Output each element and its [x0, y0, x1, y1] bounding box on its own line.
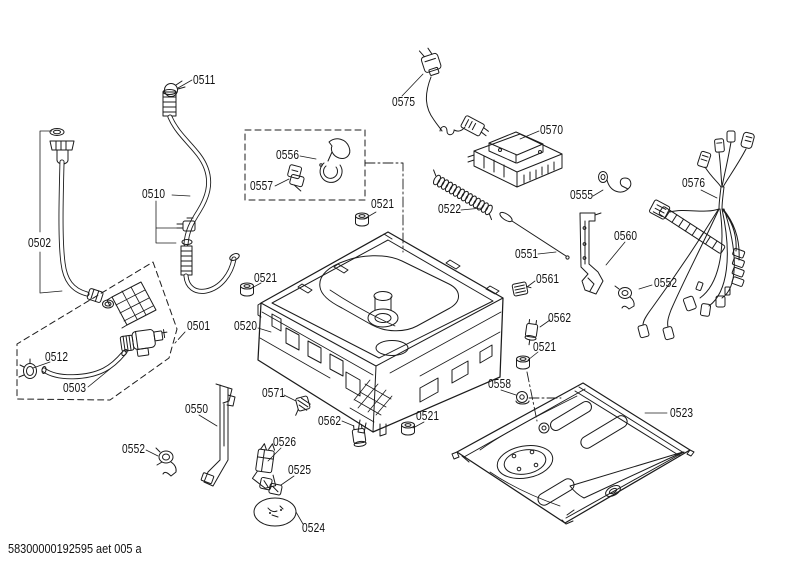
part-label-0557: 0557 [250, 178, 274, 193]
part-0524-sound-disc [253, 497, 297, 527]
part-0520-base-assembly [257, 231, 504, 437]
part-0551-rod [499, 211, 570, 260]
part-0521-damper-bottom [401, 421, 415, 436]
part-label-0510: 0510 [142, 186, 166, 201]
part-0521-damper-left [240, 282, 254, 297]
part-0523-base-panel [451, 371, 695, 525]
leader-lines [32, 73, 718, 525]
part-label-0552: 0552 [122, 441, 146, 456]
part-label-0558: 0558 [488, 376, 512, 391]
part-label-0503: 0503 [63, 380, 87, 395]
part-label-0556: 0556 [276, 147, 300, 162]
part-0512-clamp [18, 358, 37, 379]
part-0562-valve-center [351, 424, 367, 447]
part-0570-control-module [467, 131, 563, 188]
part-0525-latch [259, 476, 283, 496]
part-0557-bracket [287, 164, 305, 192]
part-label-0550: 0550 [185, 401, 209, 416]
part-0552-clip-right [614, 285, 635, 310]
part-0521-damper-right [516, 355, 530, 370]
part-label-0562: 0562 [318, 413, 342, 428]
part-0561-chip [511, 281, 532, 297]
part-0571-clip [295, 395, 311, 416]
part-label-0526: 0526 [273, 434, 297, 449]
part-0576-cable-harness [637, 130, 755, 341]
part-label-0570: 0570 [540, 122, 564, 137]
part-label-0521: 0521 [533, 339, 557, 354]
part-0510-drain-hose [155, 89, 240, 294]
part-label-0501: 0501 [187, 318, 211, 333]
part-0562-valve-right [524, 319, 539, 346]
part-label-0502: 0502 [28, 235, 52, 250]
part-0501-heat-exchanger-kit [106, 281, 168, 357]
part-0526-bracket [251, 443, 277, 489]
part-label-0555: 0555 [570, 187, 594, 202]
part-label-0521: 0521 [371, 196, 395, 211]
part-0556-clamp-ring [319, 138, 351, 183]
kit-box-0556-0557 [244, 129, 404, 253]
part-label-0571: 0571 [262, 385, 286, 400]
part-label-0521: 0521 [416, 408, 440, 423]
part-label-0561: 0561 [536, 271, 560, 286]
document-code: 58300000192595 aet 005 a [8, 541, 142, 556]
part-0555-clip [598, 171, 632, 193]
part-0502-supply-hose [39, 128, 114, 309]
part-0560-bracket [579, 212, 604, 295]
part-label-0523: 0523 [670, 405, 694, 420]
part-label-0524: 0524 [302, 520, 326, 535]
part-label-0511: 0511 [193, 72, 216, 87]
kit-box-0501 [16, 261, 178, 401]
part-0550-cable-duct [200, 383, 236, 487]
part-label-0521: 0521 [254, 270, 278, 285]
part-0521-damper-top [355, 212, 369, 227]
part-0575-power-cord [418, 47, 489, 137]
part-label-0525: 0525 [288, 462, 312, 477]
part-0503-hose [41, 349, 128, 380]
part-label-0551: 0551 [515, 246, 539, 261]
part-0552-clip-left [155, 447, 177, 477]
part-label-0552: 0552 [654, 275, 678, 290]
part-0558-grommet [515, 391, 530, 405]
part-label-0520: 0520 [234, 318, 258, 333]
part-label-0576: 0576 [682, 175, 706, 190]
part-label-0562: 0562 [548, 310, 572, 325]
part-label-0522: 0522 [438, 201, 462, 216]
part-label-0575: 0575 [392, 94, 416, 109]
part-0522-spring [433, 169, 493, 221]
part-label-0560: 0560 [614, 228, 638, 243]
part-label-0512: 0512 [45, 349, 69, 364]
